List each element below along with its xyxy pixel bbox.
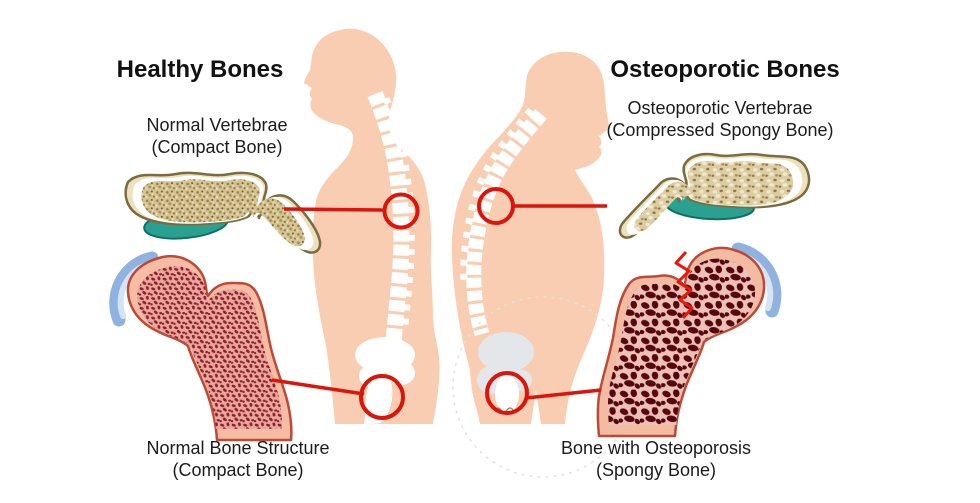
red-connector-line	[525, 388, 602, 400]
blue-cartilage-cap	[109, 251, 159, 327]
red-highlight-circle	[477, 187, 515, 225]
label-normal-bone-structure: Normal Bone Structure (Compact Bone)	[146, 437, 329, 481]
label-bone-with-osteoporosis: Bone with Osteoporosis (Spongy Bone)	[561, 437, 751, 481]
vertebra-bone	[618, 152, 811, 239]
blue-cartilage-cap	[731, 242, 782, 318]
label-line: Normal Bone Structure	[146, 438, 330, 458]
label-line: Normal Vertebrae	[146, 115, 288, 135]
body-shape	[304, 28, 440, 425]
spinous-processes	[382, 96, 415, 327]
femur-head-bone	[495, 375, 519, 413]
label-line: Osteoporotic Vertebrae	[627, 98, 813, 118]
femur-head-bone	[365, 372, 393, 424]
vertebra-bone	[124, 171, 322, 254]
body-shape	[451, 51, 610, 425]
label-normal-vertebrae: Normal Vertebrae (Compact Bone)	[146, 114, 287, 158]
red-highlight-circle	[382, 192, 420, 230]
osteoporotic-femur-cross-section	[596, 242, 782, 438]
healthy-femur-cross-section	[109, 251, 293, 442]
label-line: (Compact Bone)	[151, 137, 283, 157]
label-line: (Compact Bone)	[172, 460, 304, 480]
trabecular-interior	[137, 266, 282, 429]
spine-column	[466, 109, 547, 337]
red-highlight-circle	[359, 374, 405, 420]
standing-person-silhouette	[304, 28, 440, 425]
label-line: Bone with Osteoporosis	[560, 438, 752, 458]
label-line: (Compressed Spongy Bone)	[606, 120, 834, 140]
label-osteoporotic-vertebrae: Osteoporotic Vertebrae (Compressed Spong…	[606, 97, 833, 141]
red-highlight-circle	[485, 371, 529, 415]
healthy-vertebra-cross-section	[124, 171, 322, 254]
spine-column	[367, 91, 410, 345]
red-connector-line	[283, 207, 387, 212]
spinous-processes	[460, 107, 534, 283]
red-fracture-zigzag	[674, 250, 694, 320]
red-connector-line	[271, 378, 365, 396]
stooped-person-silhouette	[451, 51, 610, 425]
trabecular-interior	[607, 258, 756, 425]
heading-healthy-bones: Healthy Bones	[116, 56, 284, 83]
compressed-vertebra-cross-section	[618, 152, 811, 239]
label-line: (Spongy Bone)	[595, 460, 717, 480]
heading-osteoporotic-bones: Osteoporotic Bones	[610, 56, 840, 83]
